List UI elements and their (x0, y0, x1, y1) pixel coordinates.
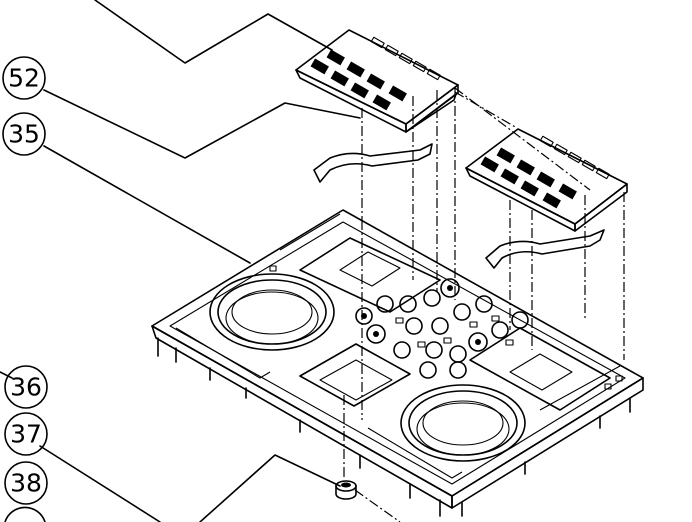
callout-label: 38 (10, 469, 42, 498)
callout-label: 36 (10, 373, 42, 402)
pad-module-upper (295, 29, 459, 133)
callout-partial (4, 506, 46, 522)
callout-label: 52 (8, 64, 40, 93)
callout-label: 37 (10, 420, 42, 449)
callout-label: 35 (8, 120, 40, 149)
ribbon-cable-upper (313, 143, 433, 183)
callout-36: 36 (4, 365, 48, 409)
ribbon-cable-lower (485, 229, 605, 269)
main-chassis (151, 209, 644, 517)
pad-module-lower (465, 128, 628, 232)
knob-cap-part (335, 480, 357, 500)
alignment-lines (343, 87, 625, 522)
callout-35: 35 (2, 112, 46, 156)
callout-37: 37 (4, 412, 48, 456)
callout-38: 38 (4, 461, 48, 505)
callout-52: 52 (2, 56, 46, 100)
leader-lines (0, 0, 361, 522)
